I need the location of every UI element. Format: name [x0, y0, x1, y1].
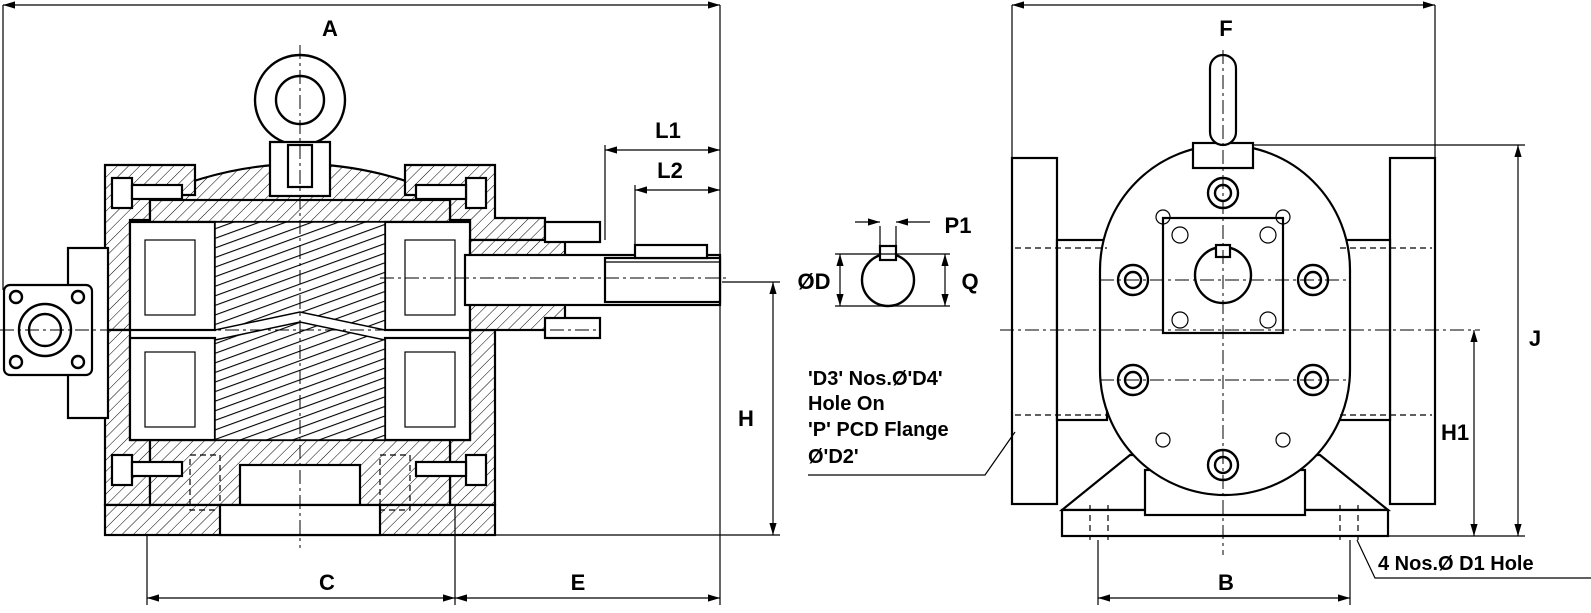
dim-label-E: E — [571, 570, 586, 595]
dim-label-H: H — [738, 406, 754, 431]
base-holes-note: 4 Nos.Ø D1 Hole — [1378, 553, 1534, 575]
dimension-labels: A L1 L2 C E H P1 Q ØD F J H1 B 'D3' Nos.… — [319, 16, 1541, 595]
dim-label-J: J — [1529, 326, 1541, 351]
dim-label-A: A — [322, 16, 338, 41]
dim-label-D: ØD — [798, 269, 831, 294]
dim-label-Q: Q — [961, 269, 978, 294]
flange-note-line4: Ø'D2' — [808, 446, 859, 468]
flange-note-line1: 'D3' Nos.Ø'D4' — [808, 368, 943, 390]
dim-label-C: C — [319, 570, 335, 595]
dim-label-B: B — [1218, 570, 1234, 595]
dim-label-L1: L1 — [655, 118, 681, 143]
dim-label-F: F — [1219, 16, 1232, 41]
flange-note-line3: 'P' PCD Flange — [808, 419, 949, 441]
shaft-key-detail — [835, 218, 950, 308]
flange-note-line2: Hole On — [808, 393, 885, 415]
dim-label-L2: L2 — [657, 158, 683, 183]
side-section-view — [0, 45, 730, 548]
dim-label-P1: P1 — [945, 213, 972, 238]
end-view — [1000, 50, 1480, 555]
dim-label-H1: H1 — [1441, 420, 1469, 445]
